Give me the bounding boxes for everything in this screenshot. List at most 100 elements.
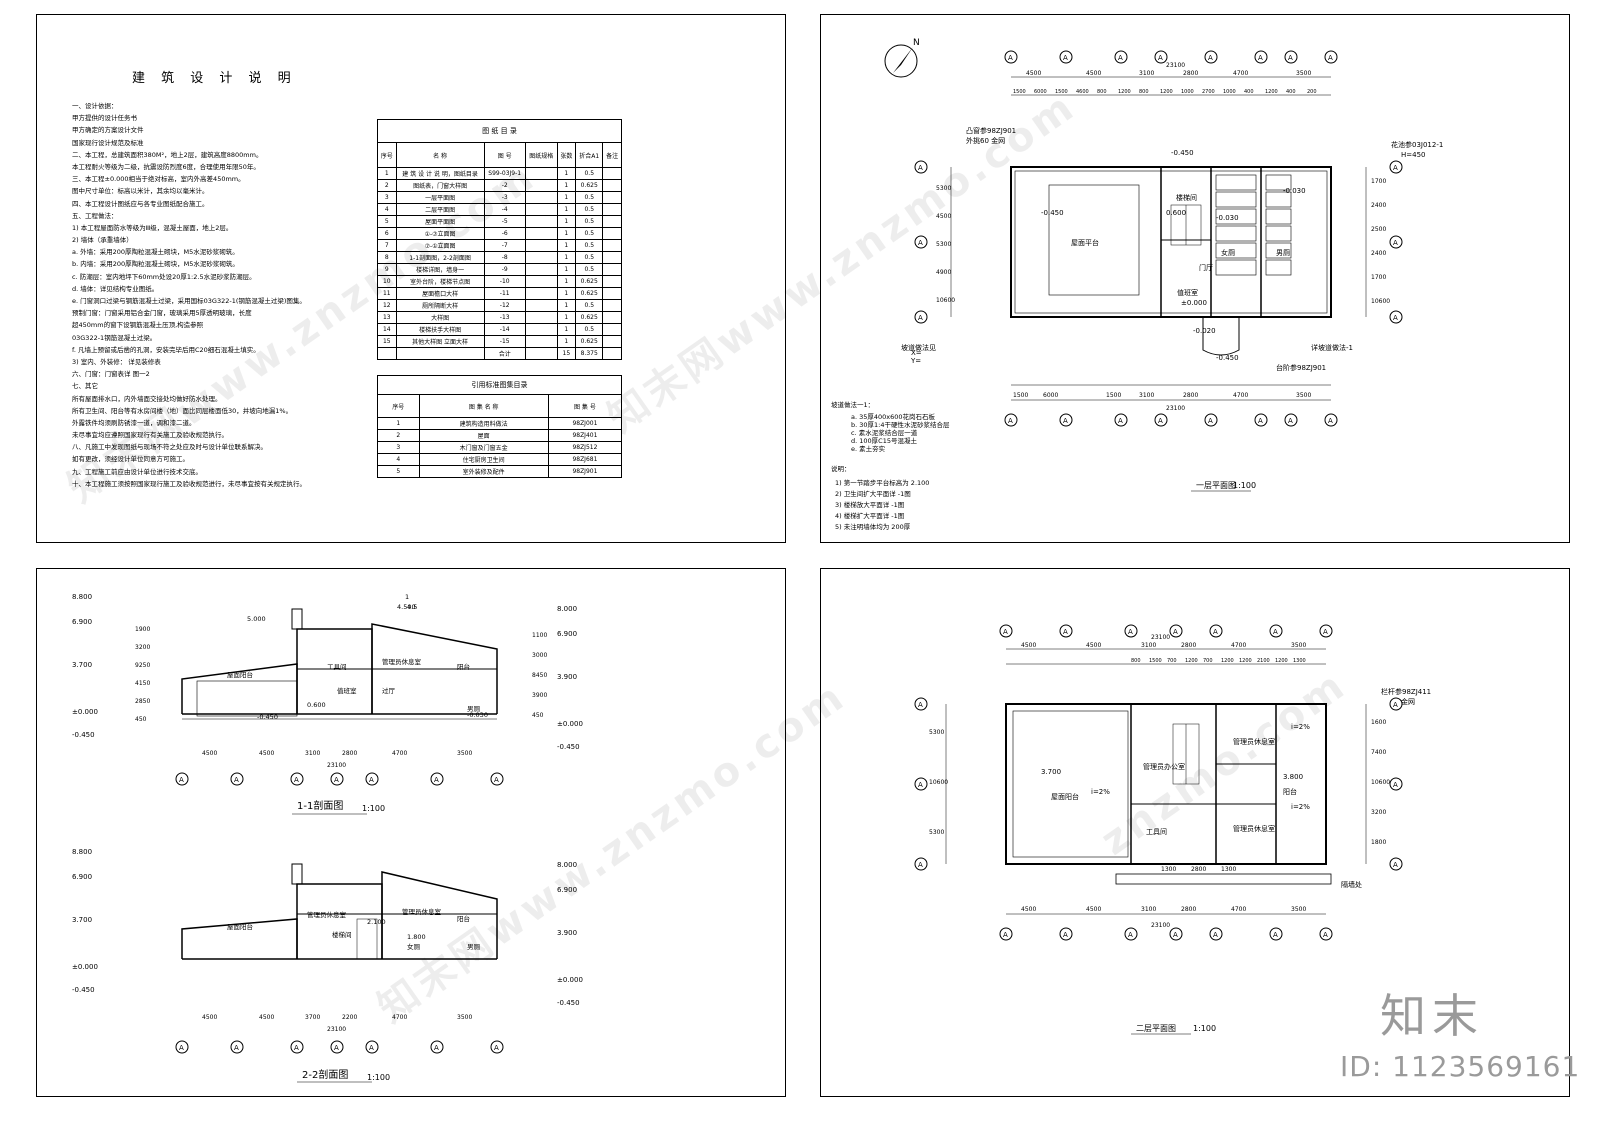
dimension-text: 2850 [135,698,150,705]
room-label: 女厕 [1221,248,1235,257]
note-line: 2) 墙体（承重墙体） [72,236,133,245]
dimension-text: 3500 [457,1014,472,1021]
axis-bubble-label: A [1158,417,1163,425]
axis-bubble [175,772,189,786]
svg-text:1:100: 1:100 [1193,1024,1216,1033]
note-line: 甲方提供的设计任务书 [72,114,137,123]
table-cell: -13 [483,311,526,324]
ramp-note: a. 35厚400x600花岗石石板 [851,412,936,421]
axis-bubble-label: A [1393,861,1398,869]
axis-bubble [1389,310,1403,324]
axis-bubble-label: A [1213,931,1218,939]
dimension-text: 1200 [1185,658,1198,664]
note-line: e. 门窗洞口过梁与钢筋混凝土过梁，采用国标03G322-1(钢筋混凝土过梁)图… [72,297,306,305]
table-cell: 15 [377,335,397,348]
table-cell: 屋面 [418,429,549,442]
room-label: 屋面平台 [1071,238,1099,247]
dimension-text: 2700 [1202,89,1215,95]
table-cell [602,179,622,192]
dimension-text: 3000 [532,652,547,659]
toilet-stall [1265,259,1292,276]
table-cell: 0.5 [575,167,604,180]
axis-bubble-label: A [494,776,499,784]
axis-bubble [1284,50,1298,64]
axis-bubble [1254,413,1268,427]
level-mark: -0.450 [1171,149,1194,157]
axis-bubble-label: A [334,1044,339,1052]
note-line: c. 防潮层：室内地坪下60mm处设20厚1:2.5水泥砂浆防潮层。 [72,272,256,281]
axis-bubble [1004,413,1018,427]
note-line: 三、本工程±0.000相当于绝对标高，室内外高差450mm。 [72,175,245,184]
table-cell: 0.5 [575,239,604,252]
axis-bubble-label: A [1003,931,1008,939]
room-label: 阳台 [1283,787,1297,796]
room-label: 楼梯间 [1176,193,1197,202]
axis-bubble [914,310,928,324]
table-cell: 楼梯扶手大样图 [395,323,485,336]
index-title: 图 纸 目 录 [377,119,622,143]
axis-bubble-label: A [1003,628,1008,636]
table-cell [524,347,558,360]
axis-bubble [1389,697,1403,711]
table-cell: 5 [377,215,397,228]
table-cell: 1 [556,191,577,204]
dimension-text: 1500 [1106,392,1121,399]
axis-bubble-label: A [179,1044,184,1052]
dimension-text: 3500 [1296,392,1311,399]
axis-bubble [1389,235,1403,249]
table-cell: 木门窗及门窗五金 [418,441,549,454]
toilet-stall [1265,225,1292,242]
dimension-text: 1300 [1161,866,1176,873]
table-cell [602,263,622,276]
table-cell: 0.5 [575,203,604,216]
note-line: 未尽事宜均应遵照国家现行有关施工及验收规范执行。 [72,431,228,440]
axis-bubble [1059,927,1073,941]
note-line: 3) 室内、外装修： 详见装修表 [72,357,161,366]
ref-header-cell: 序号 [377,394,420,418]
axis-bubble [1169,927,1183,941]
svg-text:二层平面图: 二层平面图 [1136,1024,1176,1033]
room-label: 男厕 [467,705,481,713]
table-cell [602,323,622,336]
dimension-text: 1500 [1013,392,1028,399]
level-mark: -0.450 [557,743,580,751]
axis-bubble [1059,413,1073,427]
axis-bubble-label: A [1208,417,1213,425]
note-line: 一、设计依据： [72,102,118,110]
table-cell [524,239,558,252]
dimension-text: 200 [1307,89,1317,95]
dimension-text: 3100 [1141,906,1156,913]
axis-bubble [1284,413,1298,427]
svg-text:1:100: 1:100 [362,804,385,813]
table-cell [602,275,622,288]
dimension-text: 1900 [135,626,150,633]
note-line: b. 内墙：采用200厚陶粒混凝土砌块，M5水泥砂浆砌筑。 [72,260,239,269]
table-cell [602,299,622,312]
dimension-text: 3100 [1141,642,1156,649]
note-line: 国家现行设计规范及标准 [72,138,144,147]
level-mark: -0.450 [1041,209,1064,217]
dimension-text: 5300 [936,241,951,248]
axis-bubble [330,772,344,786]
table-cell: 1 [377,417,420,430]
dimension-total: 23100 [1151,634,1170,641]
level-mark: 3.900 [557,929,577,937]
axis-bubble-label: A [1393,239,1398,247]
note-line: 所有卫生间、阳台等有水房间楼（地）面比同层楼面低30，并坡向地漏1%。 [72,406,293,415]
table-cell: 98ZJ901 [547,465,623,478]
note-line: 七、其它 [72,382,98,391]
note-line: 八、凡施工中发现图纸与现场不符之处应及时与设计单位联系解决。 [72,443,267,452]
axis-bubble [914,857,928,871]
table-cell [395,347,485,360]
axis-bubble-label: A [1008,54,1013,62]
axis-bubble-label: A [1393,701,1398,709]
table-cell: 0.625 [575,335,604,348]
dimension-text: 9250 [135,662,150,669]
dimension-text: 4500 [202,1014,217,1021]
table-cell: -12 [483,299,526,312]
table-cell: 1 [556,287,577,300]
room-label: 管理员休息室 [402,907,442,916]
